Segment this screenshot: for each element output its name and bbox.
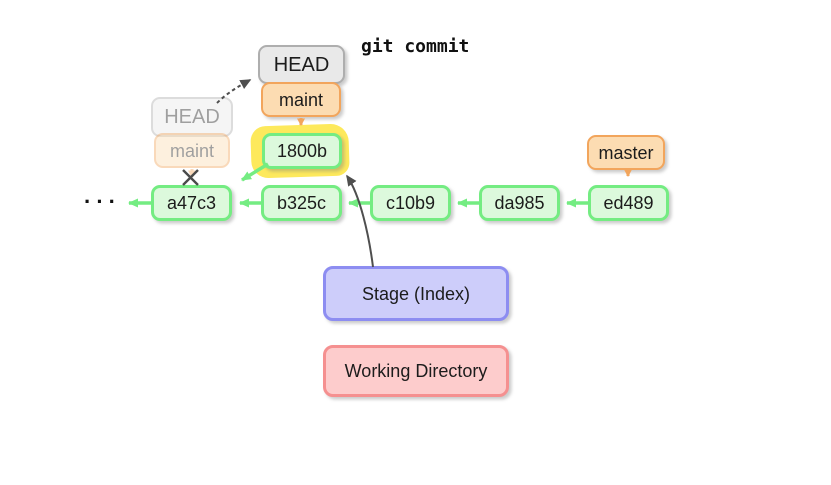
commit-node: c10b9 <box>370 185 451 221</box>
commit-node: ed489 <box>588 185 669 221</box>
history-ellipsis: ··· <box>84 189 121 214</box>
commit-node: a47c3 <box>151 185 232 221</box>
crossout-x <box>182 169 199 186</box>
command-label: git commit <box>361 36 470 57</box>
master-branch-tag: master <box>587 135 665 170</box>
ghost-head-tag: HEAD <box>151 97 233 137</box>
crossout-x <box>182 169 199 186</box>
stage-index-box: Stage (Index) <box>323 266 509 321</box>
new-commit-node: 1800b <box>262 133 342 169</box>
stage-to-commit-arrow <box>346 174 374 268</box>
working-directory-box: Working Directory <box>323 345 509 397</box>
head-tag: HEAD <box>258 45 345 84</box>
ghost-maint-tag: maint <box>154 133 230 168</box>
maint-branch-tag: maint <box>261 82 341 117</box>
commit-node: b325c <box>261 185 342 221</box>
commit-node: da985 <box>479 185 560 221</box>
